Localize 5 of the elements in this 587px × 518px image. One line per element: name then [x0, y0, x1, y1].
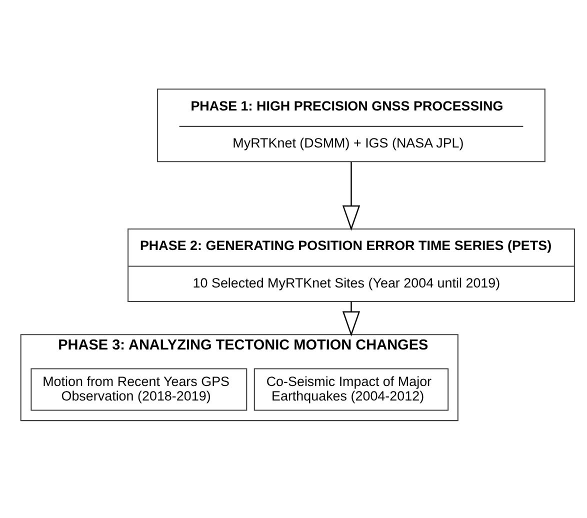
arrow — [342, 162, 360, 231]
node-box: Motion from Recent Years GPS Observation (2018-2019) — [30, 368, 248, 411]
node-box: Co-Seismic Impact of Major Earthquakes (2004-2012) — [254, 368, 449, 411]
arrow — [342, 302, 360, 336]
node-box: PHASE 1: HIGH PRECISION GNSS PROCESSING MyRTKnet (DSMM) + IGS (NASA JPL) — [157, 88, 546, 162]
